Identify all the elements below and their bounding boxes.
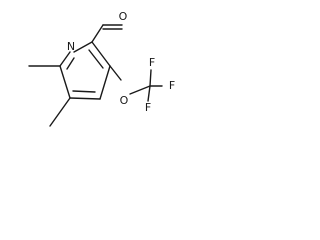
atom-label-nitrogen: N — [67, 40, 75, 53]
bond-c3-o — [109, 65, 122, 81]
bond-c6-n1 — [59, 51, 71, 67]
bond-c2-c3 — [91, 41, 111, 67]
bond-cf3-f-top — [149, 69, 152, 87]
bond-c5-c6 — [59, 65, 71, 99]
bond-n1-c2 — [73, 41, 93, 53]
atom-label-fluorine-right: F — [169, 79, 175, 92]
bond-c3-c4 — [99, 65, 111, 100]
atom-label-aldehyde-oxygen: O — [119, 10, 128, 23]
atom-labels: N O O F F F — [67, 10, 175, 114]
atom-label-fluorine-top: F — [149, 56, 155, 69]
bond-c5-methyl — [49, 97, 71, 127]
bonds — [28, 24, 163, 127]
bond-o-cf3 — [129, 85, 151, 95]
atom-label-ether-oxygen: O — [120, 94, 129, 107]
atom-label-fluorine-bottom: F — [145, 101, 151, 114]
molecule-structure-diagram: N O O F F F — [28, 10, 175, 127]
bond-c6-n1-inner — [66, 57, 75, 70]
bond-c4-c5-inner — [72, 90, 96, 93]
bond-c4-c5 — [69, 97, 101, 100]
bond-c2-c3-inner — [88, 49, 104, 69]
bond-c2-cho — [91, 24, 104, 43]
bond-cf3-f-bottom — [147, 85, 151, 102]
